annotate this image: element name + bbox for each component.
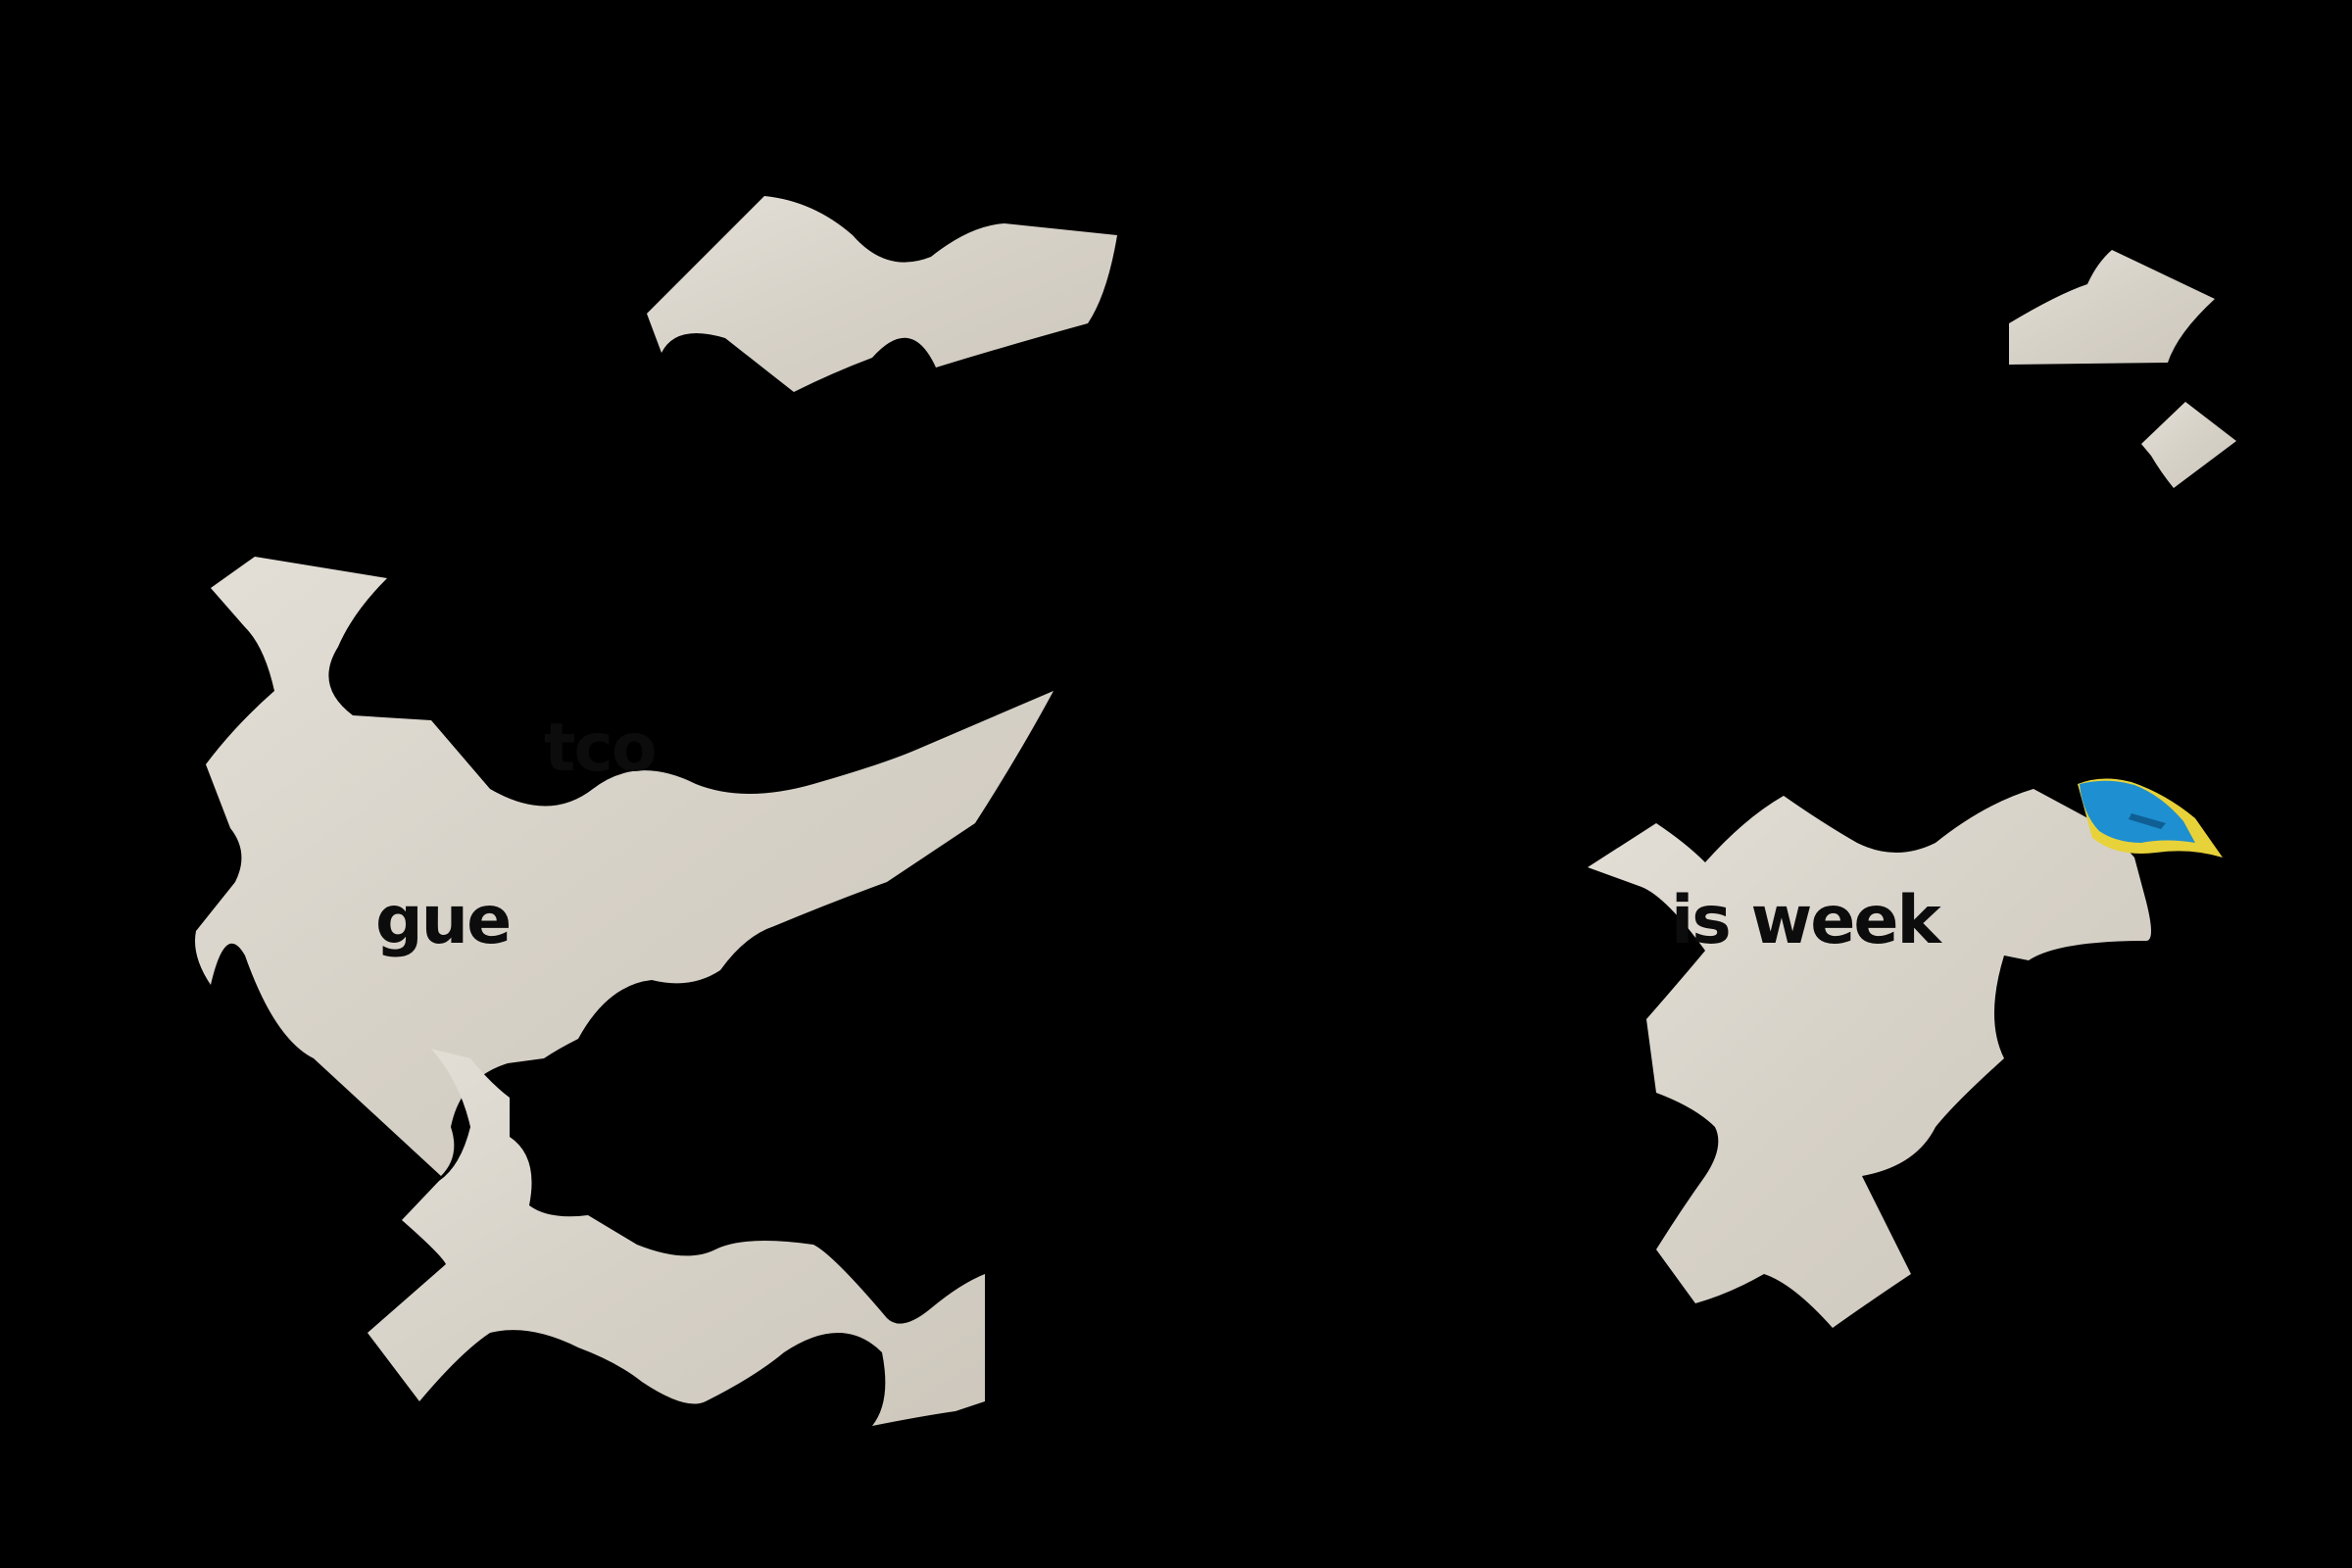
torn-paper-piece-bottom-left	[368, 1049, 985, 1426]
headline-fragment-3: is week	[1671, 882, 1941, 959]
torn-paper-piece-top-left	[647, 196, 1117, 392]
torn-paper-piece-top-right	[2009, 250, 2215, 365]
sticker-fragment	[2078, 778, 2223, 858]
torn-paper-piece-right	[1588, 789, 2151, 1328]
torn-paper-piece-arrow	[2141, 402, 2236, 488]
headline-fragment-1: tco	[544, 710, 658, 787]
headline-fragment-2: gue	[375, 882, 512, 959]
torn-paper-piece-left	[195, 557, 1054, 1176]
